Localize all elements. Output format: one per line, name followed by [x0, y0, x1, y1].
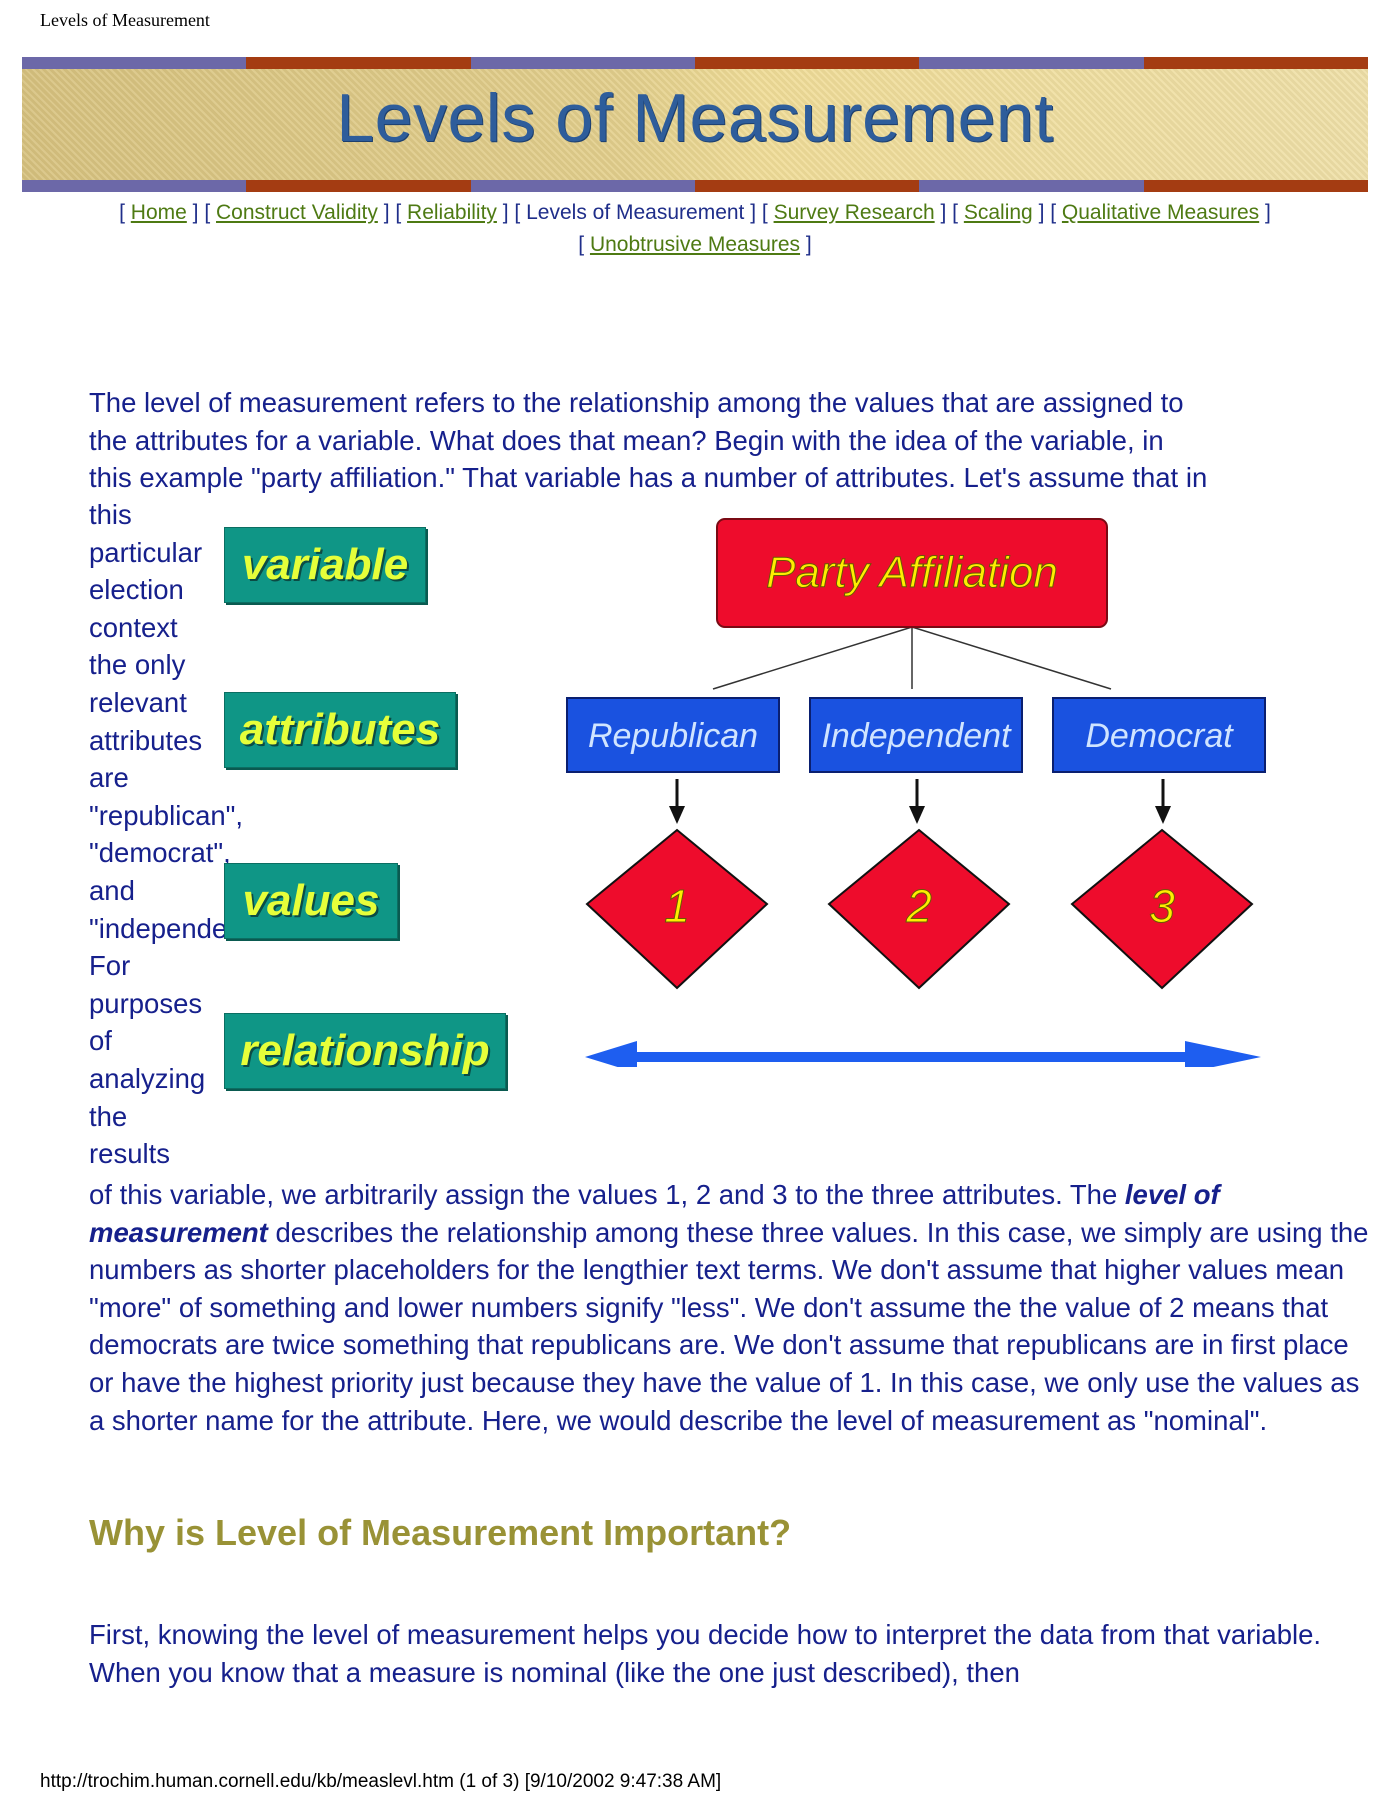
down-arrows — [669, 779, 1171, 824]
attribute-node-republican: Republican — [566, 697, 780, 773]
narrow-word: For — [89, 950, 131, 982]
banner-stripe-bottom — [22, 180, 1368, 192]
banner: Levels of Measurement — [22, 57, 1368, 192]
narrow-word: context — [89, 611, 178, 643]
nav-link-survey-research[interactable]: Survey Research — [773, 201, 935, 224]
party-affiliation-diagram: Party Affiliation Republican Independent… — [566, 518, 1266, 1067]
nav-current-levels: Levels of Measurement — [526, 201, 745, 224]
narrow-word: relevant — [89, 686, 187, 718]
nav-link-reliability[interactable]: Reliability — [407, 201, 497, 224]
connector-lines — [712, 626, 1112, 690]
narrow-word: attributes — [89, 724, 203, 756]
narrow-word: and — [89, 874, 135, 906]
narrow-word: "independent". — [89, 912, 268, 944]
narrow-word: the — [89, 1100, 128, 1132]
nav-link-home[interactable]: Home — [130, 201, 187, 224]
banner-body: Levels of Measurement — [22, 69, 1368, 180]
intro-line: this example "party affiliation." That v… — [89, 462, 1208, 494]
narrow-word: election — [89, 574, 184, 606]
section-heading: Why is Level of Measurement Important? — [89, 1512, 792, 1553]
banner-stripe-top — [22, 57, 1368, 69]
print-header: Levels of Measurement — [40, 10, 210, 30]
attribute-node-independent: Independent — [809, 697, 1023, 773]
narrow-word: are — [89, 762, 129, 794]
narrow-word: "democrat", — [89, 837, 231, 869]
value-node-3: 3 — [1070, 828, 1254, 990]
narrow-word: the only — [89, 649, 186, 681]
nav-link-unobtrusive-measures[interactable]: Unobtrusive Measures — [589, 233, 801, 256]
intro-paragraph: The level of measurement refers to the r… — [89, 384, 1369, 497]
attribute-label: Republican — [588, 717, 758, 755]
value-node-1: 1 — [585, 828, 769, 990]
body-text-rest: describes the relationship among these t… — [89, 1216, 1369, 1436]
banner-title: Levels of Measurement — [336, 80, 1054, 156]
narrow-word: particular — [89, 536, 203, 568]
root-node: Party Affiliation — [716, 518, 1108, 628]
narrow-word: analyzing — [89, 1062, 206, 1094]
nav-row-1: [ Home ] [ Construct Validity ] [ Reliab… — [119, 201, 1271, 224]
narrow-text-column: this particular election context the onl… — [89, 496, 268, 1173]
narrow-word: results — [89, 1138, 170, 1170]
body-paragraph: of this variable, we arbitrarily assign … — [89, 1176, 1369, 1439]
narrow-word: of — [89, 1025, 112, 1057]
nav-link-scaling[interactable]: Scaling — [963, 201, 1033, 224]
nav-link-construct-validity[interactable]: Construct Validity — [216, 201, 378, 224]
term-level-of-measurement: level of measurement — [89, 1179, 1220, 1248]
intro-line: the attributes for a variable. What does… — [89, 424, 1164, 456]
narrow-word: purposes — [89, 987, 203, 1019]
intro-line: The level of measurement refers to the r… — [89, 387, 1184, 418]
root-label: Party Affiliation — [766, 548, 1058, 597]
narrow-word: this — [89, 499, 132, 530]
values-tag: values — [224, 863, 398, 939]
nav-link-qualitative-measures[interactable]: Qualitative Measures — [1061, 201, 1260, 224]
relationship-arrow — [585, 1041, 1261, 1067]
attributes-tag: attributes — [224, 692, 456, 768]
body-text-start: of this variable, we arbitrarily assign … — [89, 1179, 1125, 1210]
variable-tag: variable — [224, 527, 426, 603]
attribute-label: Democrat — [1085, 717, 1234, 755]
value-label: 3 — [1149, 880, 1175, 932]
print-footer: http://trochim.human.cornell.edu/kb/meas… — [40, 1771, 722, 1792]
value-label: 1 — [664, 880, 690, 932]
nav-bar: [ Home ] [ Construct Validity ] [ Reliab… — [22, 197, 1368, 261]
value-label: 2 — [905, 880, 932, 932]
relationship-tag: relationship — [224, 1013, 506, 1089]
attribute-label: Independent — [821, 717, 1012, 755]
narrow-word: "republican", — [89, 799, 244, 831]
nav-row-2: [ Unobtrusive Measures ] — [578, 233, 812, 256]
value-node-2: 2 — [827, 828, 1011, 990]
attribute-node-democrat: Democrat — [1052, 697, 1266, 773]
closing-paragraph: First, knowing the level of measurement … — [89, 1619, 1322, 1688]
